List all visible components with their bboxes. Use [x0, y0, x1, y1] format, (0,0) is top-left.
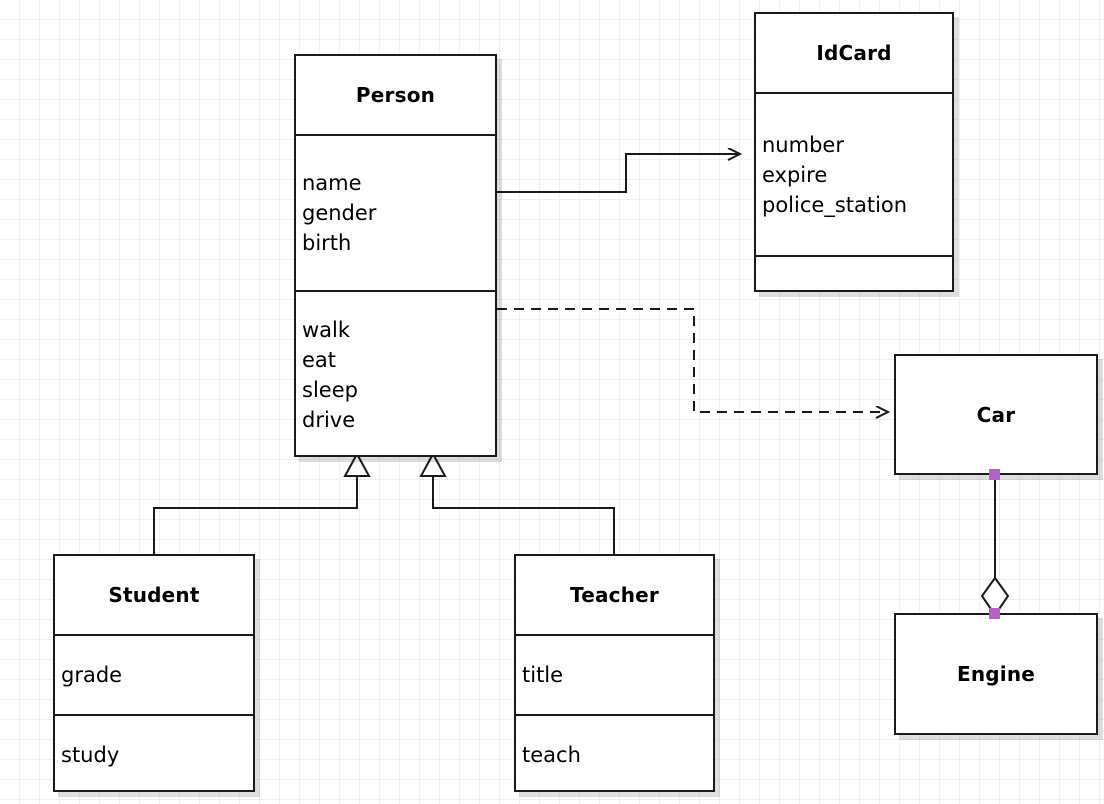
method-row: study — [61, 743, 120, 767]
method-row: eat — [302, 347, 337, 372]
class-box-teacher[interactable]: Teacher title teach — [514, 554, 715, 792]
attribute-row: birth — [302, 231, 352, 255]
class-idcard-methods-section — [756, 255, 952, 290]
class-teacher-methods-section: teach — [516, 714, 713, 794]
attribute-row: name — [302, 171, 362, 195]
connection-point-car-bottom[interactable] — [989, 469, 1000, 480]
class-teacher-attributes-section: title — [516, 634, 713, 714]
class-student-title-section: Student — [55, 556, 253, 634]
class-car-title-section: Car — [896, 356, 1096, 473]
class-engine-name: Engine — [956, 662, 1036, 686]
class-box-idcard[interactable]: IdCard number expire police_station — [754, 12, 954, 292]
class-student-attributes-section: grade — [55, 634, 253, 714]
class-person-title-section: Person — [296, 56, 495, 134]
edge-teacher-person[interactable] — [419, 451, 615, 554]
class-idcard-name: IdCard — [816, 41, 892, 65]
class-box-car[interactable]: Car — [894, 354, 1098, 475]
class-teacher-title-section: Teacher — [516, 556, 713, 634]
method-row: walk — [302, 317, 351, 342]
class-engine-title-section: Engine — [896, 615, 1096, 733]
attribute-row: number — [762, 132, 844, 157]
class-person-name: Person — [355, 83, 436, 107]
class-idcard-title-section: IdCard — [756, 14, 952, 92]
class-box-engine[interactable]: Engine — [894, 613, 1098, 735]
attribute-row: police_station — [762, 192, 908, 217]
class-teacher-name: Teacher — [570, 583, 659, 607]
class-student-methods-section: study — [55, 714, 253, 794]
method-row: sleep — [302, 377, 358, 402]
attribute-row: expire — [762, 162, 828, 187]
class-person-methods-section: walk eat sleep drive — [296, 290, 495, 457]
method-row: teach — [522, 743, 581, 767]
class-idcard-attributes-section: number expire police_station — [756, 92, 952, 255]
attribute-row: grade — [61, 663, 123, 687]
attribute-row: title — [522, 663, 564, 687]
method-row: drive — [302, 407, 356, 432]
edge-person-idcard[interactable] — [497, 154, 740, 193]
class-student-name: Student — [108, 583, 200, 607]
connection-point-engine-top[interactable] — [989, 608, 1000, 619]
attribute-row: gender — [302, 201, 377, 225]
edge-car-engine[interactable] — [980, 474, 1010, 617]
edge-student-person[interactable] — [153, 451, 371, 554]
class-car-name: Car — [976, 402, 1016, 427]
class-box-student[interactable]: Student grade study — [53, 554, 255, 792]
class-person-attributes-section: name gender birth — [296, 134, 495, 290]
edge-person-car[interactable] — [497, 308, 888, 412]
class-box-person[interactable]: Person name gender birth walk eat sleep … — [294, 54, 497, 457]
